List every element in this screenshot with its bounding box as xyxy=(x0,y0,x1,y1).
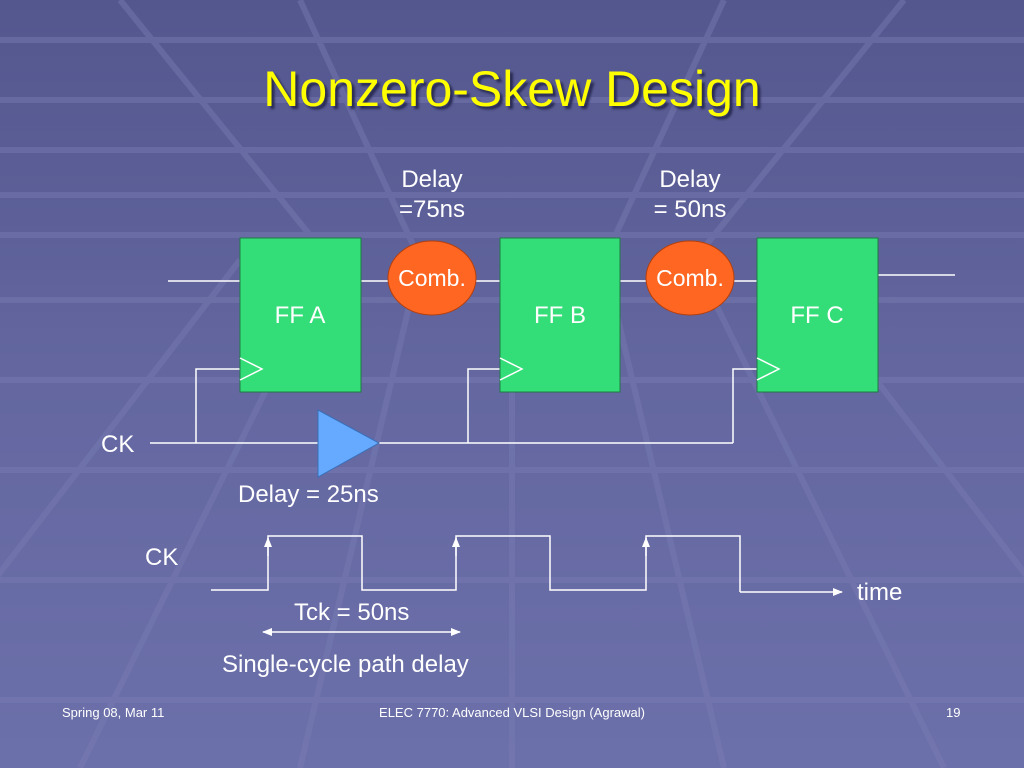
ff-a-box xyxy=(239,237,362,393)
ck-input-label: CK xyxy=(101,431,135,458)
delay-label-1: Delay =75ns xyxy=(372,165,492,225)
comb-label-2: Comb. xyxy=(656,265,724,291)
delay-label-1-line2: =75ns xyxy=(398,196,466,223)
ff-b-box xyxy=(499,237,621,393)
ck-waveform xyxy=(211,535,843,596)
time-axis-label: time xyxy=(857,579,903,606)
ff-a-clock-icon xyxy=(239,357,264,381)
delay-label-2-line1: Delay xyxy=(659,166,721,193)
data-wires xyxy=(168,274,955,282)
comb-logic-1 xyxy=(387,240,477,316)
ff-c-box xyxy=(756,237,879,393)
path-delay-label: Single-cycle path delay xyxy=(222,651,469,678)
delay-label-2: Delay = 50ns xyxy=(630,165,750,225)
footer-date: Spring 08, Mar 11 xyxy=(62,705,165,720)
buffer-delay-label: Delay = 25ns xyxy=(238,481,379,508)
delay-label-1-line1: Delay xyxy=(401,166,463,193)
delay-label-2-line2: = 50ns xyxy=(653,196,727,223)
footer-page-number: 19 xyxy=(946,705,961,720)
clock-buffer-icon xyxy=(317,409,381,478)
tck-label: Tck = 50ns xyxy=(294,599,410,626)
footer-course: ELEC 7770: Advanced VLSI Design (Agrawal… xyxy=(379,705,645,720)
comb-label-1: Comb. xyxy=(398,265,466,291)
ff-b-clock-icon xyxy=(499,357,524,381)
ff-a-label: FF A xyxy=(274,302,326,329)
ff-c-clock-icon xyxy=(756,357,781,381)
clock-wires xyxy=(150,368,757,444)
ff-b-label: FF B xyxy=(534,302,586,329)
slide-title: Nonzero-Skew Design xyxy=(263,61,761,117)
comb-logic-2 xyxy=(645,240,735,316)
ck-waveform-label: CK xyxy=(145,544,179,571)
ff-c-label: FF C xyxy=(790,302,844,329)
